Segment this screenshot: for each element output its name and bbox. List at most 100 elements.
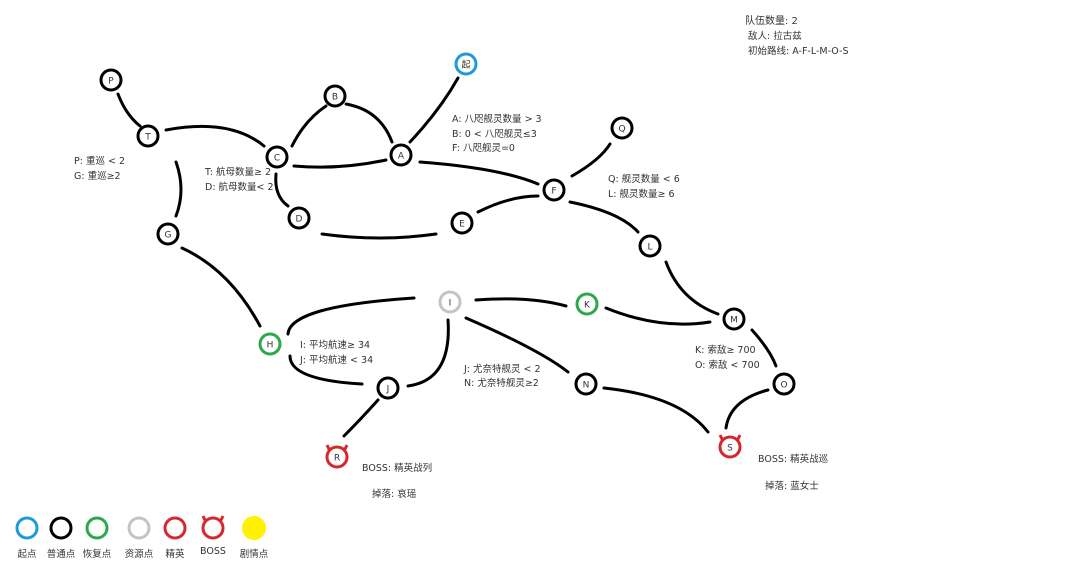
legend-boss-icon	[201, 516, 225, 540]
initial-route: 初始路线: A-F-L-M-O-S	[748, 46, 849, 57]
node-K	[575, 292, 599, 316]
edge-T-C	[164, 124, 266, 148]
node-F	[542, 178, 566, 202]
edge-J-R	[342, 398, 380, 438]
legend-label-story: 剧情点	[239, 549, 269, 560]
condition-j: J: 平均航速 < 34	[300, 355, 374, 366]
edge-O-S	[724, 388, 770, 430]
condition-j2: J: 尤奈特舰灵 < 2	[464, 364, 541, 375]
node-K-label: K	[584, 301, 591, 311]
node-A	[389, 143, 413, 167]
node-A-label: A	[398, 152, 405, 162]
team-count: 队伍数量: 2	[745, 16, 798, 27]
node-J-label: J	[386, 385, 390, 395]
node-start	[454, 52, 478, 76]
edge-C-D	[274, 172, 290, 208]
condition-t: T: 航母数量≥ 2	[205, 167, 272, 178]
legend-story-icon	[242, 516, 266, 540]
node-Q	[610, 116, 634, 140]
node-I	[438, 290, 462, 314]
legend-start-icon	[15, 516, 39, 540]
edge-A-F	[418, 160, 540, 186]
node-J	[376, 376, 400, 400]
node-M-label: M	[730, 316, 738, 326]
edge-H-J	[288, 354, 364, 386]
node-S	[718, 435, 742, 459]
node-T-label: T	[144, 133, 151, 143]
condition-b: B: 0 < 八咫舰灵≤3	[452, 129, 537, 140]
condition-f: F: 八咫舰灵=0	[452, 143, 515, 154]
condition-g: G: 重巡≥2	[74, 171, 121, 182]
edge-C-A	[292, 158, 388, 169]
node-R-label: R	[334, 454, 340, 464]
edge-M-O	[750, 328, 778, 368]
node-C	[265, 145, 289, 169]
condition-n: N: 尤奈特舰灵≥2	[464, 378, 539, 389]
edge-F-L	[568, 200, 640, 234]
legend-label-recovery: 恢复点	[82, 549, 112, 560]
node-I-label: I	[449, 299, 452, 309]
edge-C-B	[290, 104, 328, 148]
legend-label-resource: 资源点	[124, 549, 154, 560]
node-N	[574, 372, 598, 396]
node-H-label: H	[267, 341, 274, 351]
edge-I-N	[464, 316, 570, 374]
node-O	[772, 372, 796, 396]
boss-r-drop: 掉落: 哀瑶	[372, 489, 417, 500]
node-F-label: F	[551, 187, 556, 197]
node-D	[287, 206, 311, 230]
edge-N-S	[602, 386, 710, 434]
edge-I-J	[406, 318, 450, 388]
node-T	[136, 124, 160, 148]
condition-i: I: 平均航速≥ 34	[300, 340, 371, 351]
node-H	[258, 332, 282, 356]
node-G-label: G	[165, 231, 172, 241]
boss-s-info: BOSS: 精英战巡	[758, 454, 829, 465]
edge-start-A	[408, 76, 460, 144]
node-D-label: D	[296, 215, 303, 225]
legend-elite-icon	[163, 516, 187, 540]
node-start-label: 起	[461, 60, 470, 71]
legend-label-start: 起点	[17, 549, 37, 560]
legend-normal-icon	[49, 516, 73, 540]
edge-B-A	[344, 102, 394, 144]
legend-resource-icon	[127, 516, 151, 540]
edge-D-E	[320, 232, 438, 240]
node-L	[638, 234, 662, 258]
node-R	[325, 445, 349, 469]
legend-label-normal: 普通点	[46, 549, 76, 560]
node-P	[99, 68, 123, 92]
edge-H-I	[286, 296, 416, 336]
edge-E-F	[476, 194, 540, 214]
boss-s-drop: 掉落: 蓝女士	[765, 481, 819, 492]
condition-p: P: 重巡 < 2	[74, 156, 125, 167]
edge-T-G	[174, 160, 183, 218]
node-E-label: E	[459, 220, 465, 230]
legend-label-elite: 精英	[165, 549, 185, 560]
condition-d: D: 航母数量< 2	[205, 182, 274, 193]
node-E	[450, 211, 474, 235]
node-B-label: B	[332, 93, 338, 103]
edge-P-T	[116, 92, 142, 128]
node-O-label: O	[780, 381, 787, 391]
edge-F-Q	[570, 142, 612, 178]
node-C-label: C	[274, 154, 280, 164]
edge-L-M	[664, 260, 720, 316]
node-Q-label: Q	[618, 125, 625, 135]
node-S-label: S	[727, 444, 733, 454]
edge-I-K	[474, 297, 568, 308]
node-M	[722, 307, 746, 331]
node-G	[156, 222, 180, 246]
condition-o: O: 索敌 < 700	[695, 360, 760, 371]
legend-label-boss: BOSS	[200, 546, 226, 557]
node-L-label: L	[647, 243, 652, 253]
node-B	[323, 84, 347, 108]
boss-r-info: BOSS: 精英战列	[362, 463, 433, 474]
node-P-label: P	[108, 77, 114, 87]
condition-a: A: 八咫舰灵数量 > 3	[452, 114, 542, 125]
condition-k: K: 索敌≥ 700	[695, 345, 756, 356]
condition-q: Q: 舰灵数量 < 6	[608, 174, 680, 185]
node-N-label: N	[583, 381, 590, 391]
